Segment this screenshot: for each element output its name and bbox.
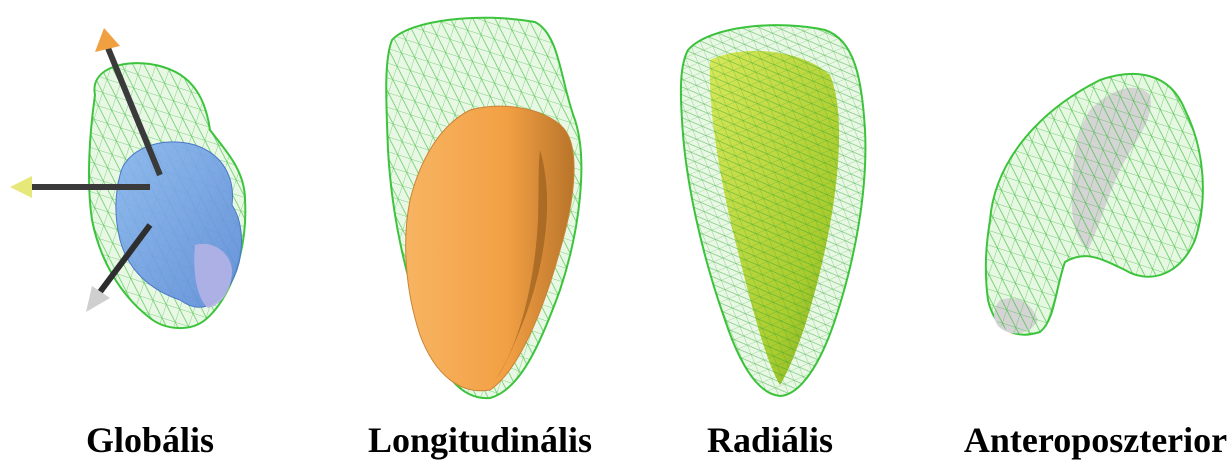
orange-inner-volume	[406, 106, 574, 391]
caption-radial: Radiális	[640, 420, 900, 460]
anteroposterior-heart-mesh-illustration	[960, 0, 1231, 410]
radial-heart-mesh-illustration	[640, 0, 900, 410]
caption-anteroposterior: Anteroposzterior	[960, 420, 1231, 460]
caption-longitudinal: Longitudinális	[330, 420, 630, 460]
arrow-left-yellow-icon	[10, 176, 32, 198]
arrow-up-orange-icon	[95, 28, 120, 52]
panel-global: Globális	[0, 0, 300, 464]
panel-anteroposterior: Anteroposzterior	[960, 0, 1231, 464]
global-heart-mesh-illustration	[0, 0, 300, 410]
panel-longitudinal: Longitudinális	[330, 0, 630, 464]
outer-mesh-wireframe	[681, 25, 866, 396]
panel-radial: Radiális	[640, 0, 900, 464]
caption-global: Globális	[0, 420, 300, 460]
outer-mesh-wireframe	[986, 74, 1203, 335]
longitudinal-heart-mesh-illustration	[330, 0, 630, 410]
